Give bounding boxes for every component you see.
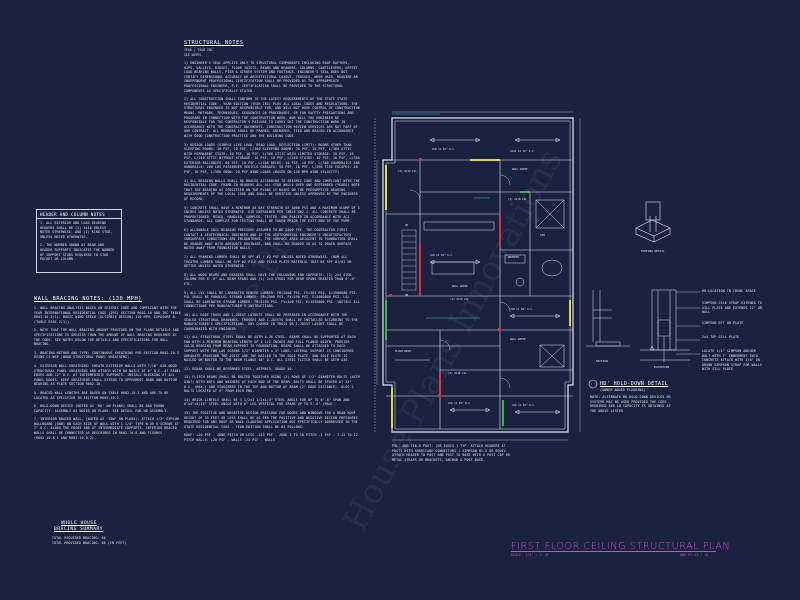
structural-note-paragraph: 3) DESIGN LOADS (SIMPLE LIVE LOAD, DEAD … [184, 142, 360, 175]
footing-detail-label: FOOTING DETAIL [641, 249, 665, 253]
stair [401, 229, 417, 291]
wall-bracing-note: 1. WALL BRACING ANALYSIS BASED ON SEISMI… [34, 306, 181, 324]
hd-label-5: LOCATE 1/2" SIMPSON ANCHOR BOLT WITH 7" … [702, 349, 763, 372]
hd-section-detail [586, 290, 630, 347]
plan-label-wall-above: WALL ABOVE [512, 167, 528, 171]
structural-notes-subtitle: YEAR / TSUB INC [184, 48, 213, 52]
wall-bracing-note: 3. BRACING METHOD AND TYPE: CONTINUOUS S… [34, 350, 179, 360]
building-outline-inner [385, 120, 571, 430]
hd-label-1: HD LOCATION IN CRAWL SPACE [702, 289, 756, 293]
sheet-title: FIRST FLOOR CEILING STRUCTURAL PLAN [511, 541, 731, 552]
bath-fixtures [504, 199, 565, 368]
hd-label-2: SIMPSON CS16 STRAP EXTENDS TO SILL PLATE… [702, 301, 763, 315]
structural-note-paragraph: 1) ENGINEER'S SEAL APPLIES ONLY TO STRUC… [184, 61, 358, 93]
bracing-summary-title-1: WHOLE HOUSE [61, 521, 97, 526]
wall-bracing-notes-body: 1. WALL BRACING ANALYSIS BASED ON SEISMI… [34, 306, 184, 444]
bracing-summary-required: TOTAL REQUIRED BRACING: 66 [52, 536, 106, 540]
plan-label-wall-above: WALL ABOVE [510, 337, 526, 341]
header-column-notes-title: HEADER AND COLUMN NOTES [40, 211, 105, 217]
title-underline [511, 551, 716, 552]
plan-label-wall-above: WALL ABOVE [452, 284, 468, 288]
plan-label-header: (2) 2x10 LVL [450, 297, 469, 301]
plan-label-cj: 2x8 CJ 16" O.C. [510, 307, 533, 311]
kitchen-cabinets [423, 221, 495, 275]
structural-note-paragraph: 4) ALL BEARING WALLS SHALL BE BRACED ACC… [184, 178, 360, 202]
wall-bracing-note: 7. INTERIOR BRACED WALL, (NOTED AS 'IBW'… [34, 417, 179, 440]
elevation-label: ELEVATION [654, 365, 669, 369]
hd-label-4: 2x4 TOP SILL PLATE [702, 335, 740, 339]
plan-label-header: (2) 2x10 LVL [508, 197, 527, 201]
structural-note-paragraph: 8) ALL WOOD BEAMS AND HEADERS SHALL HAVE… [184, 272, 356, 286]
structural-note-paragraph: 11) ALL STRUCTURAL STEEL SHALL BE ASTM A… [184, 335, 356, 363]
structural-notes-body: 1) ENGINEER'S SEAL APPLIES ONLY TO STRUC… [184, 61, 360, 447]
structural-note-paragraph: 5) CONCRETE SHALL HAVE A MINIMUM 28 DAY … [184, 205, 360, 224]
structural-note-paragraph: ROOF: +20 PSF - ZONE PITCH OR LESS -243 … [184, 433, 358, 442]
hold-down-title: HD' HOLD-DOWN DETAIL [600, 381, 669, 387]
plan-label-header: (2) 2x10 LVL [448, 371, 467, 375]
wall-bracing-note: 5. BRACED WALL LENGTHS ARE BASED ON TABL… [34, 390, 169, 400]
structural-note-paragraph: 15) THE POSITIVE AND NEGATIVE DESIGN PRE… [184, 411, 358, 429]
hd-label-3: SIMPSON DTT HD PLATE [702, 321, 744, 325]
structural-notes-title: STRUCTURAL NOTES [184, 40, 244, 46]
structural-note-paragraph: 14) BRICK LINTELS SHALL BE 3 1/2x3 1/2x1… [184, 397, 350, 407]
wall-bracing-notes-title: WALL BRACING NOTES: (130 MPH) [34, 296, 142, 302]
structural-note-paragraph: 7) ALL FRAMING LUMBER SHALL BE SPF #1 / … [184, 254, 352, 269]
structural-note-paragraph: 12) REBAR SHALL BE DEFORMED STEEL, ASTM6… [184, 366, 294, 371]
header-column-note: 2. THE NUMBER SHOWN AT BEAM AND HEADER S… [40, 243, 115, 262]
hold-down-subtitle: (OWNER ADDED FLOORING) [600, 388, 646, 392]
plan-label-dn: DN [405, 293, 409, 297]
structural-notes-subtitle-2: SEE NOTES [184, 53, 202, 57]
structural-note-paragraph: 2) ALL CONSTRUCTION SHALL CONFORM TO THE… [184, 97, 360, 138]
section-label: SECTION [596, 359, 608, 363]
plan-label-sim: SIM [540, 233, 545, 237]
header-column-notes-body: 1. ALL EXTERIOR AND LOAD BEARING HEADERS… [40, 221, 118, 266]
structural-note-paragraph: 13) FLITCH BEAMS SHALL BE BOLTED TOGETHE… [184, 375, 360, 394]
plan-label-dropped: DROPPED [508, 255, 519, 259]
plan-label-cj: 2x6 CJ 16" O.C. [448, 401, 471, 405]
plan-note: POL. AND TEN.D POST. (OR EQUIV.) TYP. AT… [392, 444, 510, 462]
structural-note-paragraph: 10) ALL ROOF TRUSS AND I-JOIST LAYOUTS S… [184, 312, 358, 331]
structural-note-paragraph: 9) ALL LVL SHALL BE LAMINATED VENEER LUM… [184, 290, 360, 309]
structural-note-paragraph: 6) ALLOWABLE SOIL BEARING PRESSURE ASSUM… [184, 228, 358, 251]
wall-bracing-note: 4. EXTERIOR WALL SHEATHING: SHEATH EXTER… [34, 363, 181, 387]
bracing-summary-provided: TOTAL PROVIDED BRACING: 86 (IN FEET) [52, 541, 127, 545]
sheet-code: DWG FC-S1 / 01 [680, 553, 709, 557]
plan-label-cj: 2x8 CJ 16" O.C. [432, 147, 455, 151]
header-column-note: 1. ALL EXTERIOR AND LOAD BEARING HEADERS… [40, 221, 113, 239]
sheet-scale: SCALE: 1/4" = 1'-0" [511, 553, 550, 557]
hd-elevation-detail [640, 289, 690, 362]
plan-label-cj: 2x6 CJ 16" O.C. [512, 403, 535, 407]
hold-down-note: NOTE: ALTERNATE HD HOLD-DOWN DEVICES OR … [590, 395, 671, 413]
footing-detail [635, 201, 671, 243]
header-column-notes-box: HEADER AND COLUMN NOTES 1. ALL EXTERIOR … [36, 209, 122, 273]
plan-label-header: (2) 2x10 LVL [398, 169, 417, 173]
plan-label-cj: 2x6 CJ 16" O.C. [430, 253, 453, 257]
wall-bracing-note: 6. HOLD-DOWN DEVICE (NOTED AS 'HD' ON PL… [34, 404, 169, 413]
wall-bracing-note: 2. NOTE THAT THE WALL BRACING AMOUNT PRO… [34, 328, 179, 347]
plan-label-cj: 2x10 CJ 16" O.C. [510, 149, 535, 153]
plan-label-flush: FLUSH BEAM [395, 349, 411, 353]
bracing-summary-title-2: BRACING SUMMARY [54, 527, 103, 532]
plan-label-up: UP [405, 223, 409, 227]
